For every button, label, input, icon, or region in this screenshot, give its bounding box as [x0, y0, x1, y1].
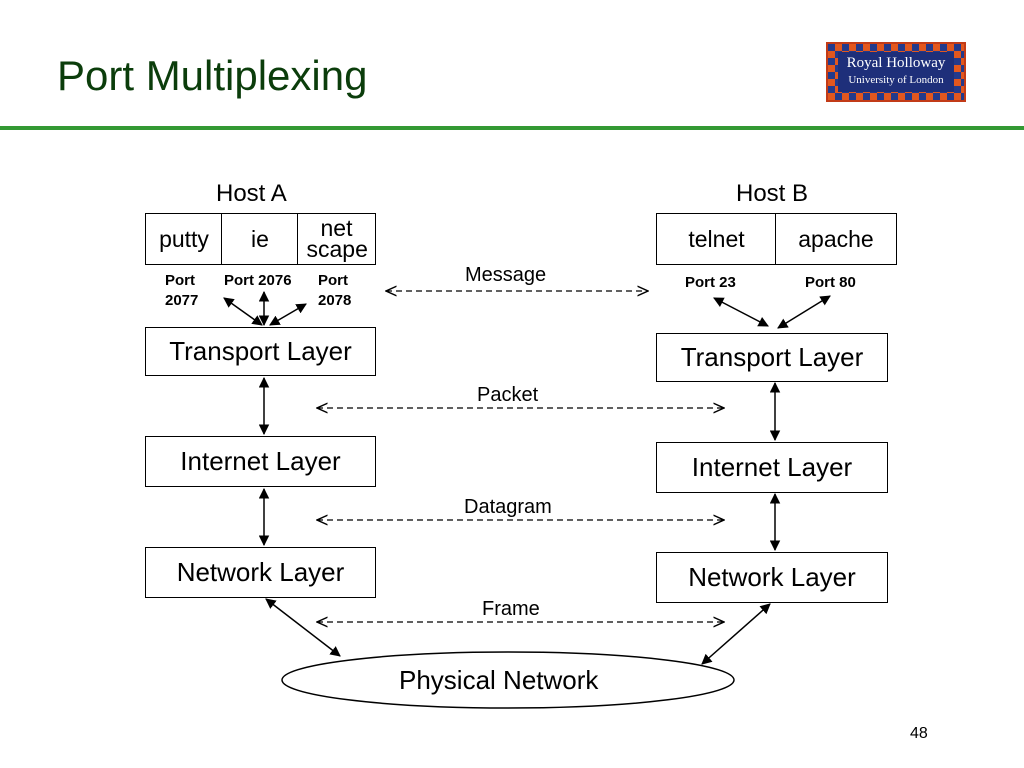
physical-network-ellipse — [281, 651, 735, 709]
port-80-label: Port 80 — [805, 274, 856, 291]
app-telnet: telnet — [656, 213, 777, 265]
host-b-transport-label: Transport Layer — [680, 342, 864, 372]
message-label: Message — [465, 264, 547, 286]
host-b-internet-layer: Internet Layer — [656, 442, 888, 493]
royal-holloway-logo: Royal Holloway University of London — [826, 42, 966, 102]
port-2078-label: Port 2078 — [318, 272, 352, 309]
host-b-network-layer: Network Layer — [656, 552, 888, 603]
host-a-internet-label: Internet Layer — [180, 446, 341, 476]
host-b-transport-layer: Transport Layer — [656, 333, 888, 382]
app-telnet-label: telnet — [688, 225, 745, 252]
arrow-port-80 — [777, 295, 831, 329]
arrow-b-network-physical — [701, 603, 771, 665]
title-divider — [0, 126, 1024, 130]
logo-plate: Royal Holloway University of London — [838, 52, 954, 92]
app-apache-label: apache — [798, 225, 874, 252]
app-apache: apache — [775, 213, 897, 265]
slide-title: Port Multiplexing — [57, 52, 368, 99]
page-number: 48 — [910, 725, 928, 742]
app-netscape: net scape — [297, 213, 376, 265]
host-a-network-label: Network Layer — [176, 557, 345, 587]
host-b-network-label: Network Layer — [688, 562, 856, 592]
arrow-port-2078 — [269, 303, 307, 326]
arrow-a-network-physical — [265, 598, 341, 657]
app-ie: ie — [221, 213, 299, 265]
app-ie-label: ie — [251, 225, 269, 252]
app-putty: putty — [145, 213, 223, 265]
host-a-network-layer: Network Layer — [145, 547, 376, 598]
packet-label: Packet — [477, 384, 539, 406]
frame-label: Frame — [482, 598, 540, 620]
arrow-port-23 — [713, 297, 769, 327]
datagram-label: Datagram — [464, 496, 552, 518]
host-a-internet-layer: Internet Layer — [145, 436, 376, 487]
arrow-port-2077 — [223, 297, 263, 326]
app-netscape-label: net scape — [306, 215, 368, 262]
port-23-label: Port 23 — [685, 274, 736, 291]
logo-line-1: Royal Holloway — [846, 55, 946, 71]
port-2077-label: Port 2077 — [165, 272, 199, 309]
host-a-transport-label: Transport Layer — [169, 336, 352, 366]
host-b-internet-label: Internet Layer — [691, 452, 853, 482]
port-2076-label: Port 2076 — [224, 272, 292, 289]
physical-network-label: Physical Network — [399, 665, 599, 695]
host-a-transport-layer: Transport Layer — [145, 327, 376, 376]
app-putty-label: putty — [159, 225, 209, 252]
logo-line-2: University of London — [848, 74, 944, 86]
host-b-label: Host B — [736, 180, 809, 207]
host-a-label: Host A — [216, 180, 287, 207]
